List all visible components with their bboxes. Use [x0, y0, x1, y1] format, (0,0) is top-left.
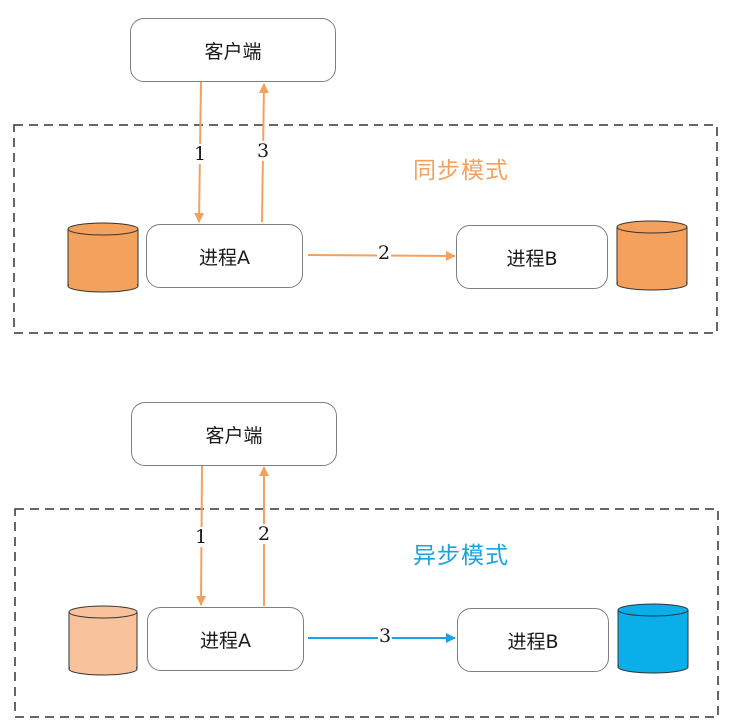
async-client-label: 客户端 — [205, 424, 263, 447]
sync-database-a-icon — [67, 222, 139, 293]
async-process-a-label: 进程A — [200, 629, 251, 652]
sync-mode-boundary — [13, 124, 718, 334]
sync-arrow-process-number: 2 — [377, 242, 392, 264]
async-database-b-icon — [617, 603, 689, 674]
async-database-a-icon — [68, 605, 138, 676]
async-process-a-node: 进程A — [147, 607, 304, 671]
sync-database-b-icon — [616, 220, 688, 291]
sync-process-a-label: 进程A — [199, 246, 250, 269]
sync-client-node: 客户端 — [130, 18, 336, 82]
sync-process-b-label: 进程B — [506, 247, 558, 270]
sync-arrow-response-number: 3 — [256, 140, 271, 162]
async-process-b-node: 进程B — [457, 608, 609, 672]
sync-process-a-node: 进程A — [146, 224, 303, 288]
async-arrow-response-number: 2 — [257, 523, 272, 545]
async-arrow-process-number: 3 — [378, 625, 393, 647]
async-arrow-request-number: 1 — [194, 526, 209, 548]
sync-process-b-node: 进程B — [456, 225, 608, 289]
async-mode-boundary — [14, 508, 719, 718]
sync-mode-title: 同步模式 — [413, 158, 509, 184]
sync-arrow-request-number: 1 — [193, 143, 208, 165]
async-client-node: 客户端 — [131, 402, 337, 466]
async-mode-title: 异步模式 — [413, 543, 509, 569]
async-process-b-label: 进程B — [507, 630, 559, 653]
sync-client-label: 客户端 — [204, 40, 262, 63]
